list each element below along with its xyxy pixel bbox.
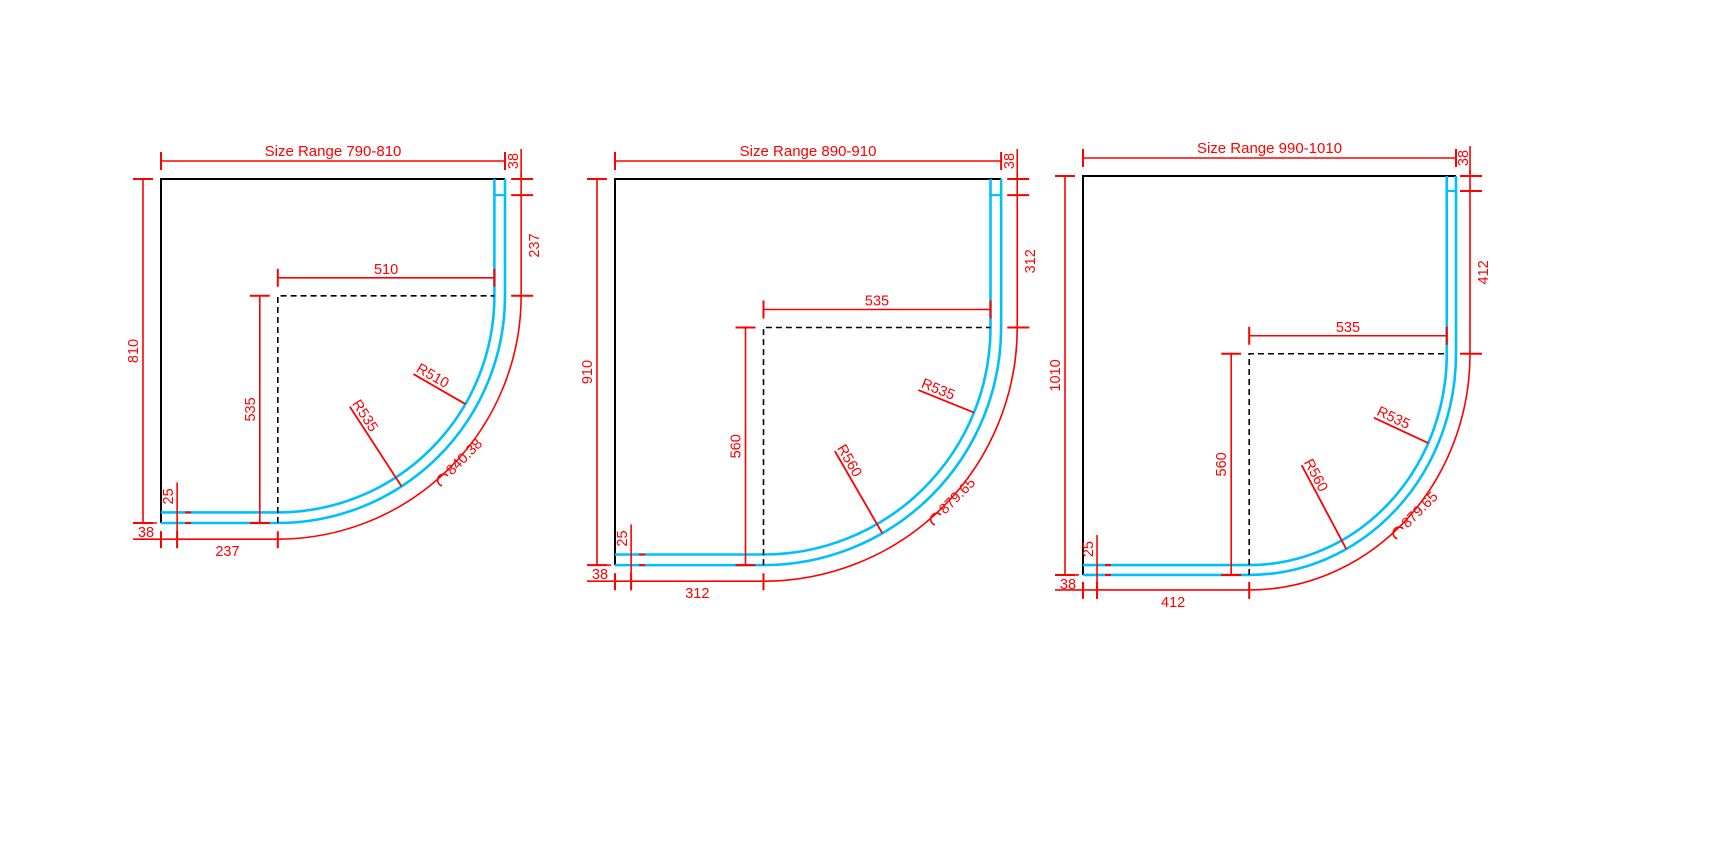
outer-arc-dimension bbox=[133, 173, 522, 540]
top-gap-label: 38 bbox=[506, 153, 522, 169]
inner-height-label: 560 bbox=[1214, 452, 1230, 476]
glass-thickness-label: 25 bbox=[615, 530, 631, 546]
arc-length-icon bbox=[929, 512, 942, 526]
size-range-title: Size Range 990-1010 bbox=[1197, 140, 1342, 157]
glass-outer-edge bbox=[1083, 176, 1458, 577]
right-offset-label: 237 bbox=[527, 233, 543, 257]
inner-height-label: 560 bbox=[729, 434, 745, 458]
outer-radius-label: R560 bbox=[1300, 457, 1330, 495]
arc-length-label: 879.65 bbox=[1399, 489, 1442, 532]
inner-radius-label: R535 bbox=[1374, 404, 1412, 433]
size-range-title: Size Range 790-810 bbox=[265, 143, 402, 160]
arc-center-guide bbox=[276, 294, 495, 524]
outer-radius-label: R560 bbox=[833, 442, 864, 480]
wall-outline bbox=[614, 178, 1002, 566]
bottom-gap-label: 38 bbox=[138, 525, 154, 541]
outer-radius-leader bbox=[1300, 464, 1348, 550]
inner-width-label: 510 bbox=[374, 262, 398, 278]
size-range-title: Size Range 890-910 bbox=[740, 143, 877, 160]
glass-thickness-label: 25 bbox=[161, 488, 177, 504]
glass-inner-edge bbox=[1083, 176, 1449, 567]
top-gap-label: 38 bbox=[1002, 153, 1018, 169]
top-gap-label: 38 bbox=[1456, 150, 1472, 166]
inner-radius-leader bbox=[918, 389, 975, 414]
inner-width-label: 535 bbox=[1336, 320, 1360, 336]
inner-width-label: 535 bbox=[865, 294, 889, 310]
wall-outline bbox=[1082, 175, 1456, 575]
glass-thickness-label: 25 bbox=[1081, 541, 1097, 557]
arc-length-icon bbox=[436, 473, 449, 487]
height-label: 910 bbox=[580, 360, 596, 384]
inner-height-label: 535 bbox=[243, 397, 259, 421]
bottom-offset-label: 312 bbox=[685, 586, 709, 602]
glass-outer-edge bbox=[161, 179, 507, 525]
glass-outer-edge bbox=[615, 179, 1003, 567]
outer-radius-label: R535 bbox=[348, 397, 380, 435]
height-label: 1010 bbox=[1048, 359, 1064, 391]
outer-radius-leader bbox=[834, 450, 884, 534]
right-offset-label: 412 bbox=[1476, 260, 1492, 284]
arc-length-icon bbox=[1392, 526, 1404, 540]
right-offset-label: 312 bbox=[1023, 249, 1039, 273]
outer-radius-leader bbox=[349, 406, 403, 487]
arc-center-guide bbox=[1248, 352, 1447, 575]
bottom-gap-label: 38 bbox=[1060, 577, 1076, 593]
bottom-gap-label: 38 bbox=[592, 567, 608, 583]
inner-radius-label: R535 bbox=[919, 376, 957, 404]
inner-radius-leader bbox=[1373, 416, 1429, 444]
drawing-2: Size Range 890-910 38 910 38 312 312 25 535 560 R… bbox=[580, 143, 1039, 602]
glass-inner-edge bbox=[615, 179, 992, 556]
bottom-offset-label: 412 bbox=[1161, 595, 1185, 611]
glass-inner-edge bbox=[161, 179, 496, 514]
outer-arc-dimension bbox=[1055, 170, 1471, 591]
drawing-3: Size Range 990-1010 38 1010 38 412 412 25 535 56… bbox=[1048, 140, 1492, 611]
inner-radius-leader bbox=[412, 373, 466, 405]
drawing-1: Size Range 790-810 38 810 38 237 237 25 510 535 R… bbox=[126, 143, 543, 560]
wall-outline bbox=[160, 178, 506, 524]
inner-radius-label: R510 bbox=[413, 361, 451, 392]
height-label: 810 bbox=[126, 339, 142, 363]
outer-arc-dimension bbox=[587, 173, 1019, 583]
bottom-offset-label: 237 bbox=[215, 544, 239, 560]
